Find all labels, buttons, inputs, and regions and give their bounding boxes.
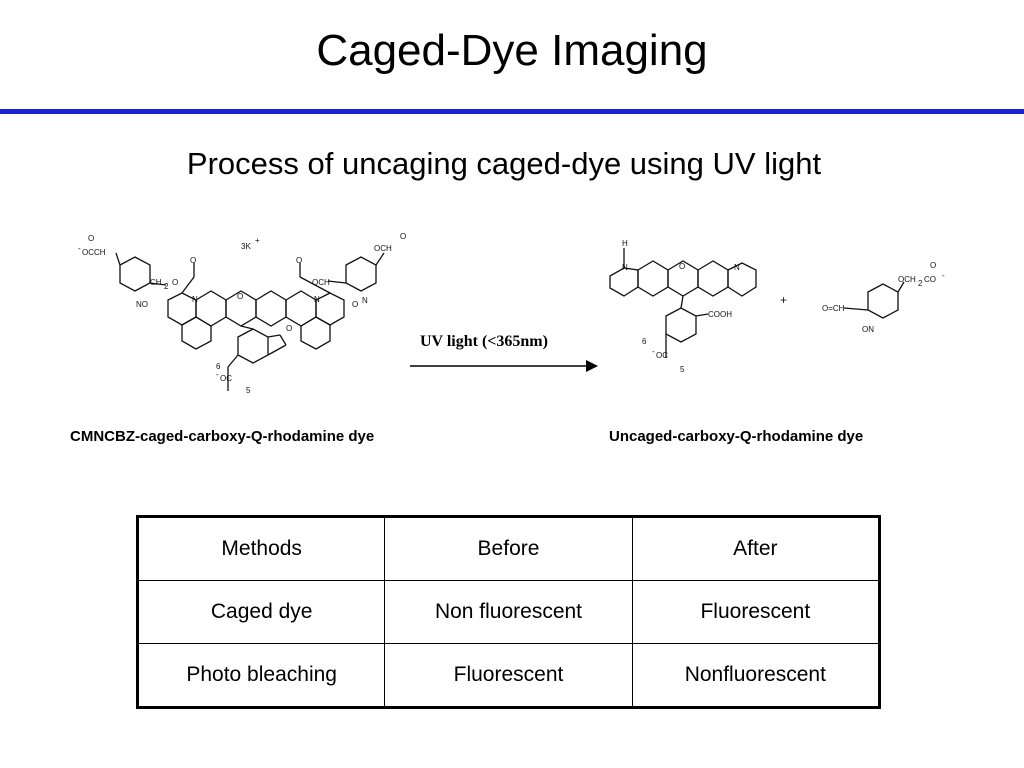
left-nitrogen: N xyxy=(192,295,198,304)
table-cell: Nonfluorescent xyxy=(631,643,881,708)
reactant-caption: CMNCBZ-caged-carboxy-Q-rhodamine dye xyxy=(70,428,375,445)
aldehyde: O=CH xyxy=(822,304,845,313)
counter-ion-charge: + xyxy=(255,236,260,245)
table-row: Methods Before After xyxy=(136,516,881,581)
left-ch2: CH xyxy=(150,278,162,287)
byproduct-minus: - xyxy=(942,271,945,280)
uncaged-position-5: 5 xyxy=(680,365,685,374)
right-och2: OCH xyxy=(312,278,330,287)
right-carbonyl-o: O xyxy=(296,256,302,265)
table-header-cell: After xyxy=(631,516,881,581)
caged-dye-structure: 3K + O N N CH 2 OCH O O O O NO O N - OCC… xyxy=(78,232,406,395)
byproduct-sub-2: 2 xyxy=(918,279,923,288)
table-cell: Photo bleaching xyxy=(136,643,386,708)
table-row: Caged dye Non fluorescent Fluorescent xyxy=(136,580,881,644)
position-6: 6 xyxy=(216,362,221,371)
left-carbonyl-o: O xyxy=(190,256,196,265)
right-nitro-o: O xyxy=(352,300,358,309)
reaction-arrow xyxy=(410,360,598,372)
right-nitrogen: N xyxy=(314,295,320,304)
left-acid-o-top: O xyxy=(88,234,94,243)
counter-ion: 3K xyxy=(241,242,251,251)
cooh: COOH xyxy=(708,310,732,319)
left-ester-o: O xyxy=(172,278,178,287)
plus-sign: + xyxy=(780,293,787,307)
position-5: 5 xyxy=(246,386,251,395)
ring-oxygen: O xyxy=(237,292,243,301)
left-nitro: NO xyxy=(136,300,148,309)
product-caption: Uncaged-carboxy-Q-rhodamine dye xyxy=(609,428,864,445)
uncaged-position-6: 6 xyxy=(642,337,647,346)
table-cell: Fluorescent xyxy=(384,643,633,708)
right-acid-o-top: O xyxy=(400,232,406,241)
left-acid: OCCH xyxy=(82,248,106,257)
uncaged-carboxylate-minus: - xyxy=(652,347,655,356)
uncaged-ring-o: O xyxy=(679,262,685,271)
right-acid: OCH xyxy=(374,244,392,253)
right-nitro-n: N xyxy=(362,296,368,305)
reaction-condition: UV light (<365nm) xyxy=(420,333,548,350)
methods-table: Methods Before After Caged dye Non fluor… xyxy=(136,515,881,709)
table-cell: Non fluorescent xyxy=(384,580,633,644)
uncaged-left-n: N xyxy=(622,263,628,272)
byproduct-o-top: O xyxy=(930,261,936,270)
carboxylate-minus: - xyxy=(216,370,219,379)
table-row: Photo bleaching Fluorescent Nonfluoresce… xyxy=(136,643,881,708)
table-header-cell: Before xyxy=(384,516,633,581)
table-header-cell: Methods xyxy=(136,516,386,581)
byproduct-och2: OCH xyxy=(898,275,916,284)
uncaged-right-n: N xyxy=(734,263,740,272)
left-ch2-sub: 2 xyxy=(164,282,169,291)
left-acid-minus: - xyxy=(78,244,81,253)
slide-title: Caged-Dye Imaging xyxy=(316,26,708,75)
table-cell: Caged dye xyxy=(136,580,386,644)
lactone-o: O xyxy=(286,324,292,333)
nh-hydrogen: H xyxy=(622,239,628,248)
table-cell: Fluorescent xyxy=(631,580,881,644)
title-divider xyxy=(0,109,1024,114)
slide-subtitle: Process of uncaging caged-dye using UV l… xyxy=(186,146,822,181)
byproduct-co: CO xyxy=(924,275,936,284)
uncaged-carboxylate: OC xyxy=(656,351,668,360)
uncaged-dye-structure: H N N O COOH - OC 6 5 + O=CH OCH 2 CO O … xyxy=(609,239,945,374)
byproduct-nitroso: ON xyxy=(862,325,874,334)
carboxylate: OC xyxy=(220,374,232,383)
